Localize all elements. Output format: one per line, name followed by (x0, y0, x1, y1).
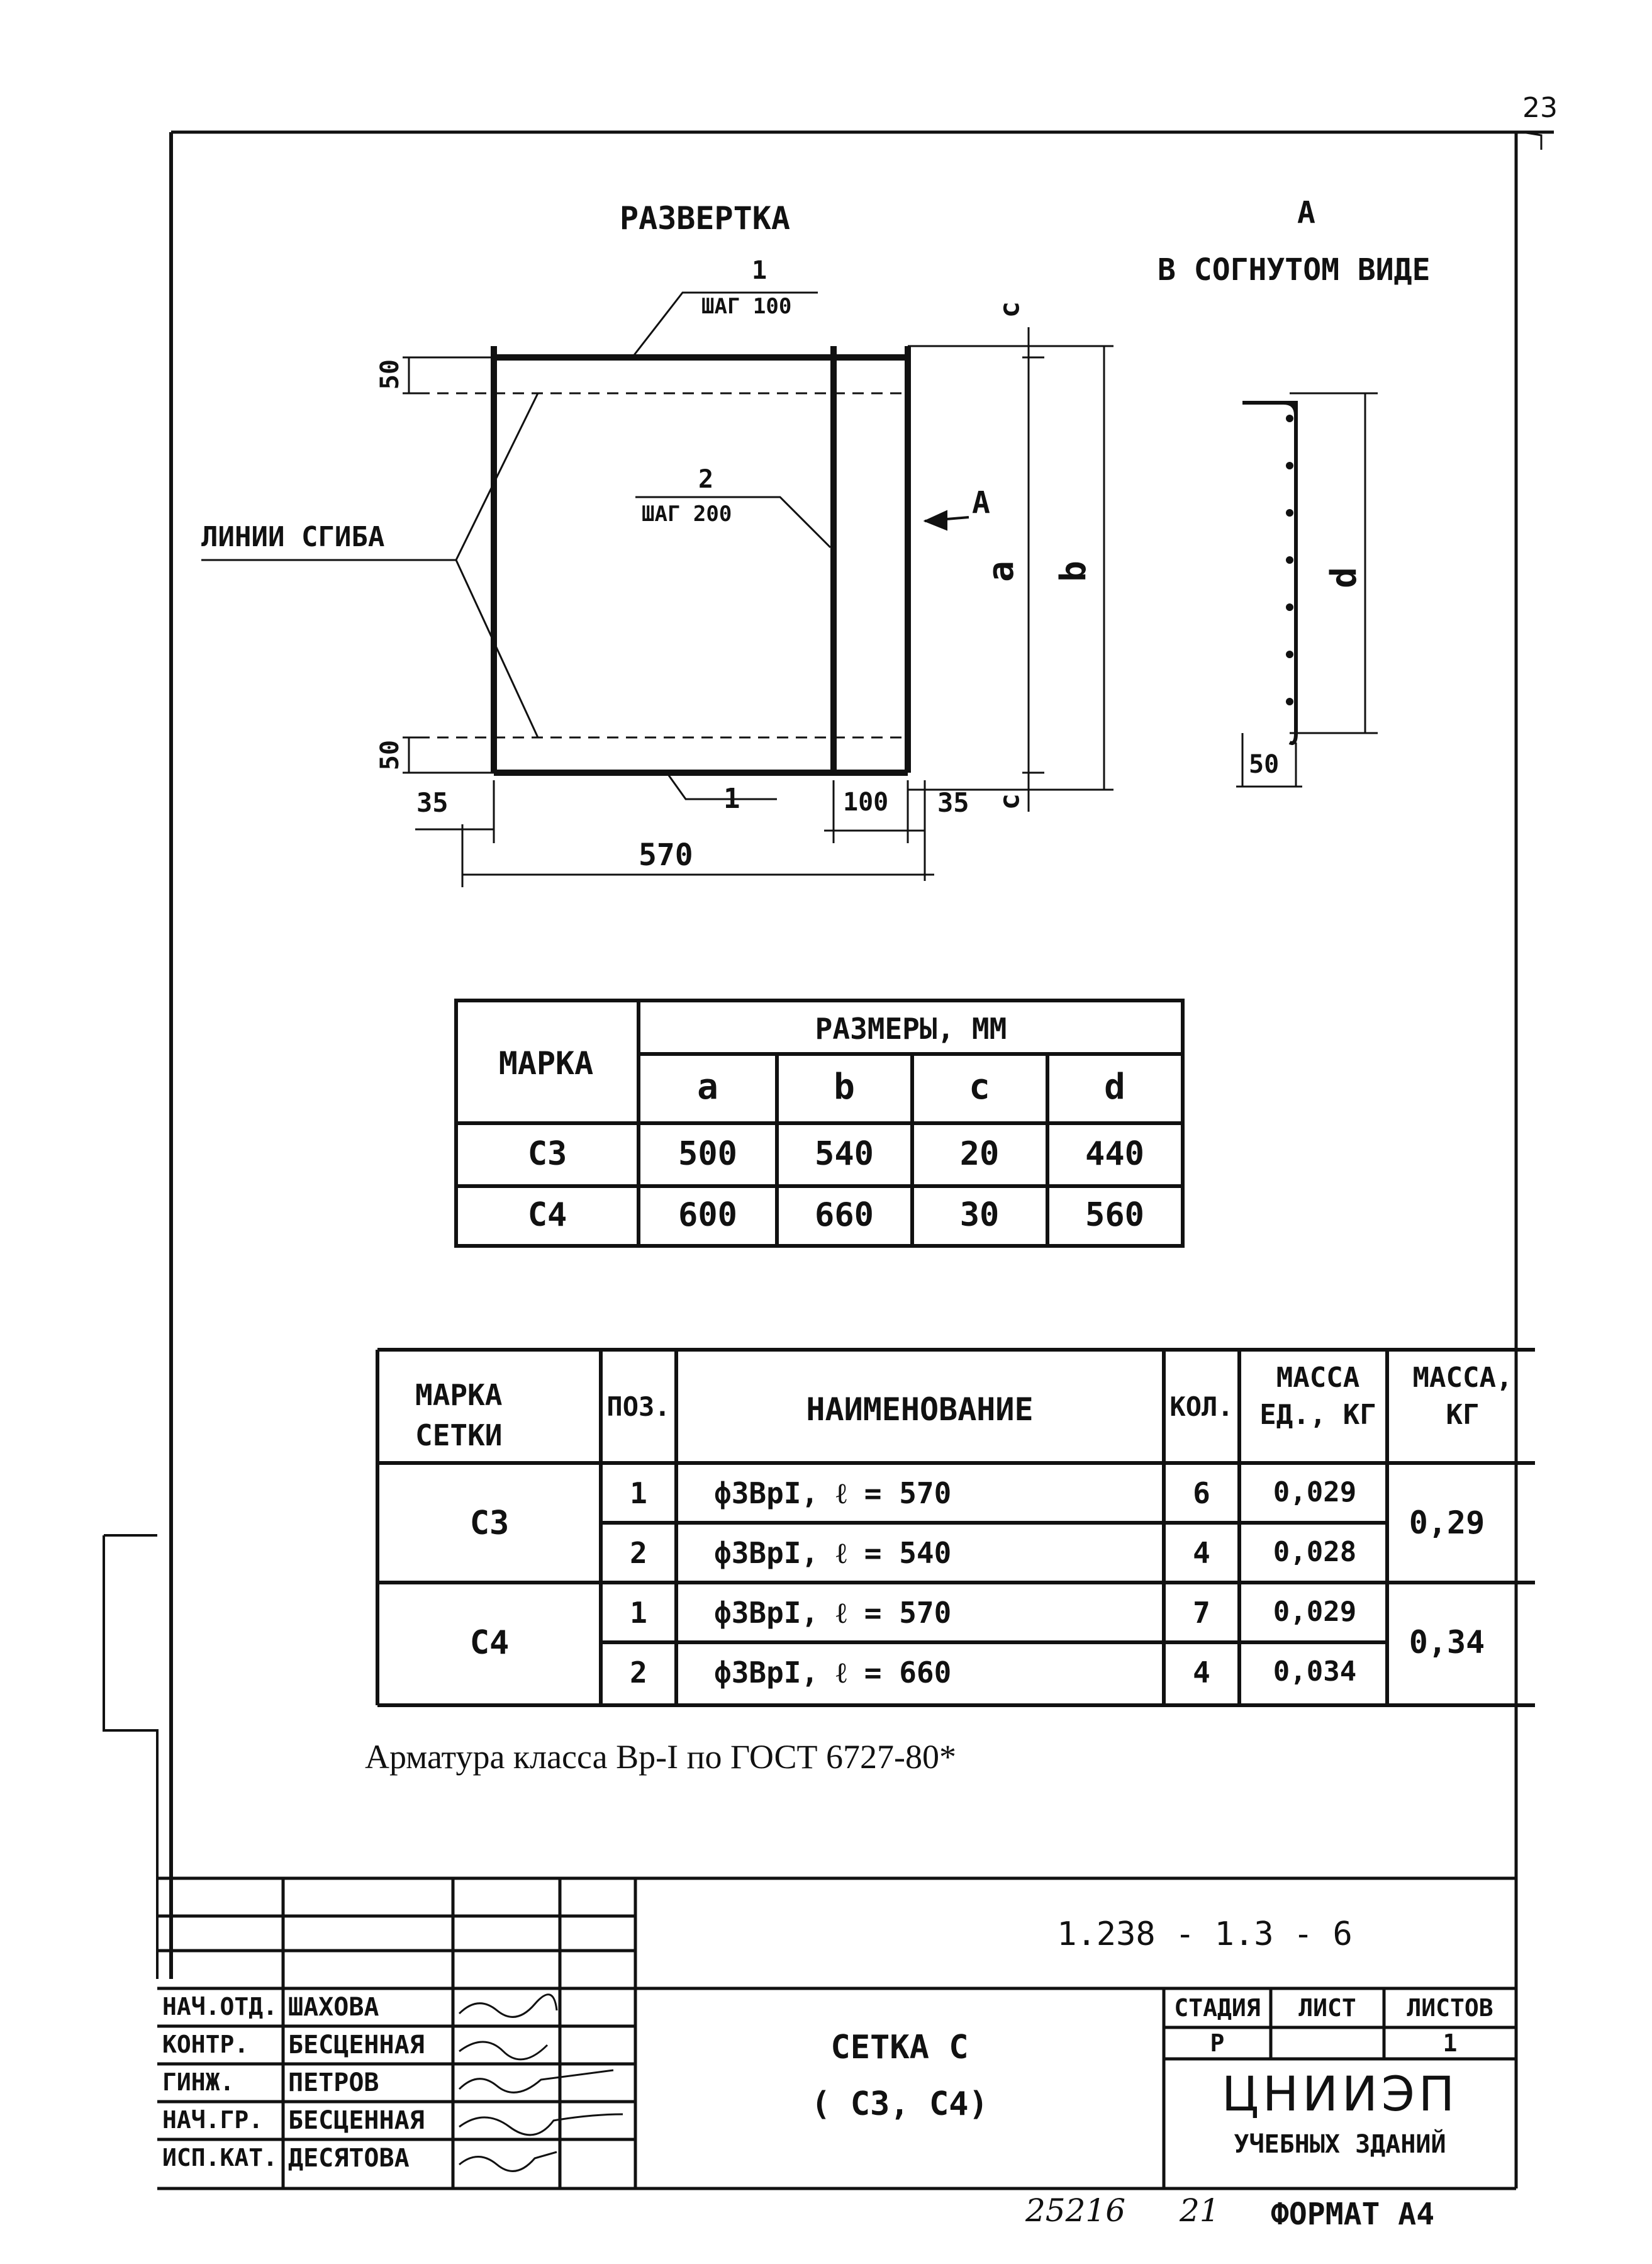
role-4: НАЧ.ГР. (162, 2106, 264, 2134)
pos1-bottom-label: 1 (723, 783, 740, 815)
sizes-row2-b: 660 (815, 1196, 874, 1234)
spec-g1-r2-name: ф3ВрI, ℓ = 540 (714, 1536, 952, 1570)
spec-g1-r2-unit: 0,028 (1273, 1536, 1357, 1568)
spec-g2-mark: С4 (469, 1624, 510, 1662)
dim-50-side: 50 (1249, 750, 1280, 779)
dim-c-bottom: c (993, 793, 1026, 810)
spec-g2-r2-name: ф3ВрI, ℓ = 660 (714, 1656, 952, 1690)
spec-h-unit-mass: МАССА ЕД., КГ (1259, 1362, 1376, 1432)
spec-h-pos: ПОЗ. (606, 1391, 671, 1422)
spec-g2-r2-qty: 4 (1193, 1656, 1210, 1690)
sizes-row2-a: 600 (678, 1196, 737, 1234)
dim-570: 570 (639, 838, 693, 873)
role-2: КОНТР. (162, 2031, 249, 2058)
inventory-number: 25216 (1025, 2192, 1126, 2229)
dim-c-top: c (993, 301, 1026, 318)
spec-g1-r2-qty: 4 (1193, 1536, 1210, 1570)
dim-a: a (980, 561, 1022, 582)
org-name: ЦНИИЭП (1221, 2066, 1459, 2122)
doc-code: 1.238 - 1.3 - 6 (1057, 1915, 1353, 1953)
spec-g2-mass: 0,34 (1409, 1624, 1485, 1661)
spec-g2-r1-qty: 7 (1193, 1596, 1210, 1630)
spec-g2-r1-name: ф3ВрI, ℓ = 570 (714, 1596, 952, 1630)
sheet-title-1: СЕТКА С (830, 2029, 969, 2066)
sizes-row2-mark: С4 (527, 1196, 567, 1234)
dim-d: d (1323, 567, 1365, 588)
sizes-h-b: b (834, 1067, 855, 1107)
sheet-label: ЛИСТ (1298, 1994, 1356, 2022)
dim-50-top: 50 (376, 359, 405, 390)
name-2: БЕСЦЕННАЯ (288, 2031, 425, 2059)
dim-50-bottom: 50 (376, 739, 405, 771)
dim-35-left: 35 (416, 787, 449, 818)
dim-35-right: 35 (937, 787, 969, 818)
sizes-row2-d: 560 (1085, 1196, 1144, 1234)
sizes-col-header: РАЗМЕРЫ, ММ (815, 1012, 1007, 1046)
sizes-row1-c: 20 (959, 1135, 1000, 1173)
spec-g1-r2-pos: 2 (630, 1536, 647, 1570)
name-1: ШАХОВА (288, 1993, 379, 2022)
sheets-value: 1 (1443, 2029, 1458, 2057)
spec-h-name: НАИМЕНОВАНИЕ (806, 1391, 1034, 1428)
spec-g1-r1-unit: 0,029 (1273, 1476, 1357, 1508)
role-1: НАЧ.ОТД. (162, 1993, 278, 2020)
pos2-label: 2 (698, 465, 714, 494)
sizes-h-a: a (697, 1067, 718, 1107)
stage-value: Р (1210, 2029, 1225, 2057)
reinforcement-note: Арматура класса Вр-I по ГОСТ 6727-80* (365, 1738, 957, 1776)
footer-number: 21 (1180, 2192, 1220, 2229)
name-4: БЕСЦЕННАЯ (288, 2106, 425, 2135)
spec-g1-mark: С3 (469, 1505, 510, 1542)
dim-100: 100 (843, 788, 889, 817)
sizes-row1-a: 500 (678, 1135, 737, 1173)
spec-h-qty: КОЛ. (1169, 1391, 1234, 1422)
spec-g1-r1-pos: 1 (630, 1476, 647, 1510)
sizes-col-mark: МАРКА (498, 1045, 594, 1082)
spec-g1-r1-name: ф3ВрI, ℓ = 570 (714, 1476, 952, 1510)
pos2-step-label: ШАГ 200 (642, 502, 732, 527)
spec-g2-r1-unit: 0,029 (1273, 1596, 1357, 1628)
sizes-h-d: d (1104, 1067, 1125, 1107)
spec-g2-r1-pos: 1 (630, 1596, 647, 1630)
name-3: ПЕТРОВ (288, 2068, 379, 2097)
arrow-a-label: А (972, 485, 990, 520)
dim-b: b (1052, 561, 1094, 582)
sizes-h-c: c (969, 1067, 990, 1107)
spec-h-mark: МАРКА СЕТКИ (415, 1378, 503, 1453)
sizes-row1-d: 440 (1085, 1135, 1144, 1173)
org-subtitle: УЧЕБНЫХ ЗДАНИЙ (1234, 2130, 1446, 2159)
spec-h-mass: МАССА, КГ (1412, 1362, 1513, 1432)
sizes-row1-b: 540 (815, 1135, 874, 1173)
page-number: 23 (1522, 92, 1558, 124)
bend-lines-label: ЛИНИИ СГИБА (201, 521, 385, 553)
sheets-label: ЛИСТОВ (1407, 1994, 1493, 2022)
role-3: ГИНЖ. (162, 2068, 235, 2096)
view-letter: А (1297, 195, 1315, 230)
stage-label: СТАДИЯ (1174, 1994, 1261, 2022)
pos1-step-label: ШАГ 100 (701, 294, 792, 319)
sizes-row2-c: 30 (959, 1196, 1000, 1234)
name-5: ДЕСЯТОВА (288, 2144, 410, 2173)
paper-format: ФОРМАТ А4 (1271, 2197, 1435, 2232)
drawing-title: РАЗВЕРТКА (620, 200, 790, 237)
sizes-row1-mark: С3 (527, 1135, 567, 1173)
view-title: В СОГНУТОМ ВИДЕ (1158, 252, 1431, 288)
spec-g2-r2-unit: 0,034 (1273, 1656, 1357, 1688)
spec-g2-r2-pos: 2 (630, 1656, 647, 1690)
spec-g1-r1-qty: 6 (1193, 1476, 1210, 1510)
role-5: ИСП.КАТ. (162, 2144, 278, 2172)
sheet-title-2: ( С3, С4) (811, 2085, 988, 2123)
spec-g1-mass: 0,29 (1409, 1505, 1485, 1541)
pos1-top-label: 1 (752, 256, 767, 285)
